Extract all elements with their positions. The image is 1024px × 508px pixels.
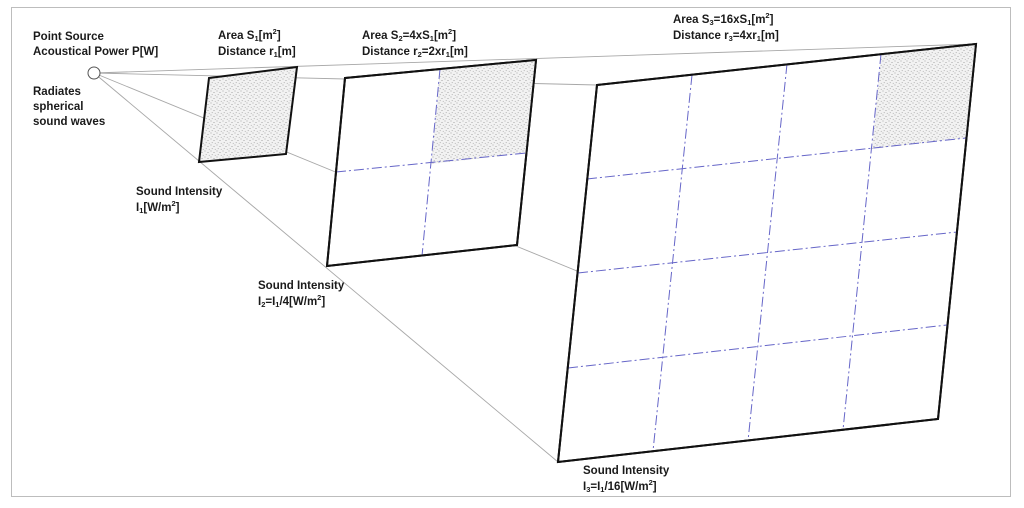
source-title: Point Source [33, 31, 104, 43]
intensity-3-value: I3=I1/16[W/m2] [583, 478, 657, 494]
area-panel-3-grid-horizontal-2 [577, 231, 958, 274]
intensity-1-value: I1[W/m2] [136, 199, 180, 215]
area-panel-3-grid-horizontal-1 [586, 137, 967, 180]
area-panel-3-grid-horizontal-3 [567, 324, 948, 369]
intensity-1-title: Sound Intensity [136, 186, 223, 198]
area-2-distance: Distance r2=2xr1[m] [362, 46, 468, 59]
area-panel-3-grid [567, 53, 967, 452]
area-panel-2-outline [325, 58, 538, 268]
area-panel-3-grid-vertical-2 [747, 63, 788, 442]
area-panel-1-surface [199, 67, 297, 162]
point-source-icon [87, 66, 101, 80]
area-3-label: Area S3=16xS1[m2] Distance r3=4xr1[m] [673, 11, 779, 43]
source-label: Point Source Acoustical Power P[W] Radia… [33, 31, 158, 128]
area-1-distance: Distance r1[m] [218, 46, 296, 59]
intensity-3-title: Sound Intensity [583, 465, 670, 477]
ray-to-bottom-left [93, 72, 559, 463]
area-1-formula: Area S1[m2] [218, 27, 281, 43]
area-panel-2 [325, 58, 538, 268]
area-2-formula: Area S2=4xS1[m2] [362, 27, 456, 43]
area-2-label: Area S2=4xS1[m2] Distance r2=2xr1[m] [362, 27, 468, 59]
area-panel-3-grid-vertical-3 [842, 53, 882, 431]
area-3-distance: Distance r3=4xr1[m] [673, 30, 779, 43]
area-panel-3 [556, 42, 978, 464]
source-radiates-line-1: Radiates [33, 86, 81, 98]
area-panel-3-shaded-cell [872, 44, 976, 149]
area-panel-2-grid-horizontal [335, 152, 527, 173]
area-panel-2-shaded-cell [431, 60, 536, 164]
area-1-label: Area S1[m2] Distance r1[m] [218, 27, 296, 59]
intensity-2-label: Sound Intensity I2=I1/4[W/m2] [258, 280, 345, 309]
area-panel-1-outline [197, 65, 299, 164]
intensity-2-value: I2=I1/4[W/m2] [258, 293, 325, 309]
area-3-formula: Area S3=16xS1[m2] [673, 11, 774, 27]
source-radiates-line-2: spherical [33, 101, 84, 113]
area-panel-1 [197, 65, 299, 164]
ray-to-top-right [93, 43, 977, 74]
intensity-2-title: Sound Intensity [258, 280, 345, 292]
intensity-1-label: Sound Intensity I1[W/m2] [136, 186, 223, 215]
intensity-3-label: Sound Intensity I3=I1/16[W/m2] [583, 465, 670, 494]
area-panel-3-outline [556, 42, 978, 464]
source-radiates-line-3: sound waves [33, 116, 105, 128]
source-power: Acoustical Power P[W] [33, 46, 158, 58]
